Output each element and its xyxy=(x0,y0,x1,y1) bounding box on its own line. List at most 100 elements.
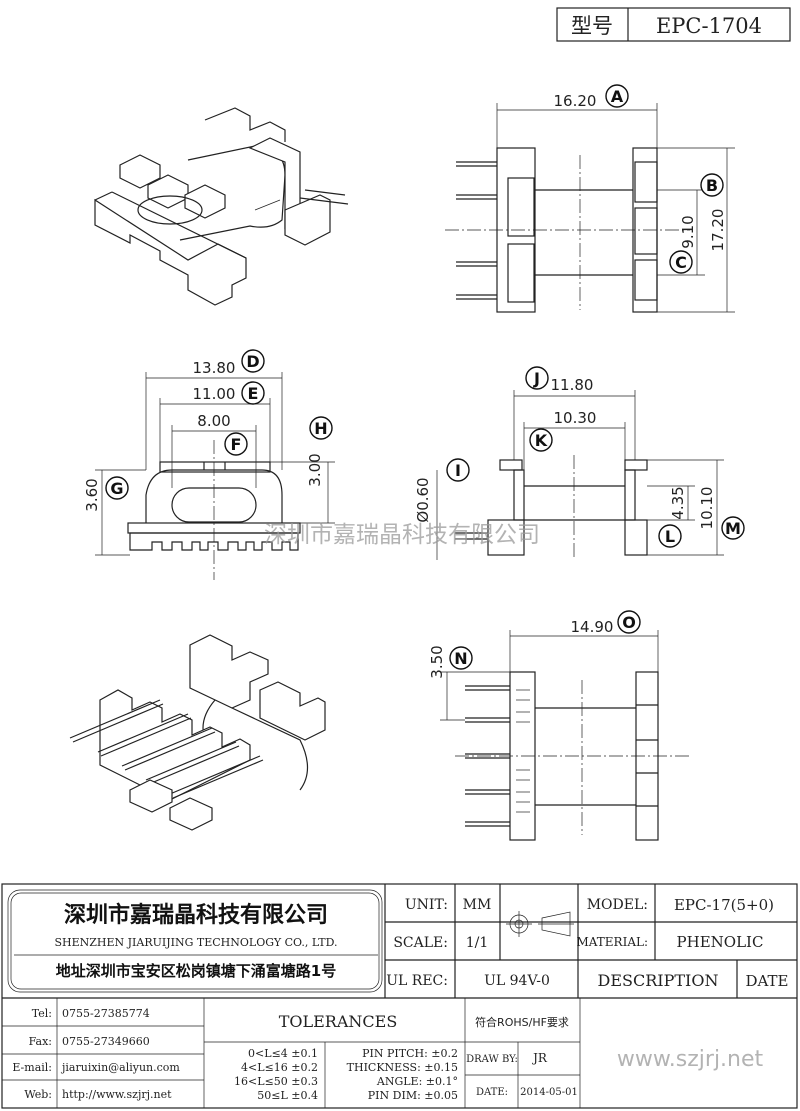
svg-text:G: G xyxy=(110,479,123,498)
svg-text:K: K xyxy=(535,431,548,450)
svg-text:F: F xyxy=(231,435,242,454)
scale-value: 1/1 xyxy=(466,935,489,951)
date-header: DATE xyxy=(746,972,789,990)
contact-fax: 0755-27349660 xyxy=(62,1035,150,1048)
dim-o: 14.90 xyxy=(571,618,614,636)
top-view-right: 16.20 17.20 9.10 xyxy=(445,92,735,313)
dim-n: 3.50 xyxy=(428,645,446,678)
approval-block: 符合ROHS/HF要求 DRAW BY: JR DATE: 2014-05-01 xyxy=(465,998,581,1108)
svg-text:M: M xyxy=(725,519,741,538)
contact-label: Tel: xyxy=(32,1007,52,1020)
dim-m: 10.10 xyxy=(698,487,716,530)
dim-a: 16.20 xyxy=(554,92,597,110)
svg-text:L: L xyxy=(665,527,675,546)
date-value: 2014-05-01 xyxy=(520,1087,578,1098)
dim-i: Ø0.60 xyxy=(414,477,432,522)
callout-a: A xyxy=(605,84,629,108)
svg-text:N: N xyxy=(454,649,467,668)
callout-m: M xyxy=(721,516,745,540)
callout-h: H xyxy=(309,416,333,440)
callout-b: B xyxy=(700,173,724,197)
company-block: 深圳市嘉瑞晶科技有限公司 SHENZHEN JIARUIJING TECHNOL… xyxy=(7,889,383,993)
contact-label: Web: xyxy=(24,1088,52,1101)
dim-g: 3.60 xyxy=(83,478,101,511)
ul-label: UL REC: xyxy=(386,973,448,989)
tolerance-range: 16<L≤50 ±0.3 xyxy=(234,1075,318,1088)
isometric-view-bottom xyxy=(69,634,326,831)
tolerances-block: TOLERANCES 0<L≤4 ±0.1 4<L≤16 ±0.2 16<L≤5… xyxy=(204,998,466,1108)
model-header: 型号 EPC-1704 xyxy=(556,7,791,42)
svg-text:O: O xyxy=(622,613,636,632)
company-name-cn: 深圳市嘉瑞晶科技有限公司 xyxy=(64,902,328,928)
drawn-by-label: DRAW BY: xyxy=(466,1054,518,1065)
contact-email: jiaruixin@aliyun.com xyxy=(60,1061,180,1074)
watermark: 深圳市嘉瑞晶科技有限公司 xyxy=(264,522,540,548)
projection-symbol xyxy=(506,911,574,937)
callout-o: O xyxy=(617,610,641,634)
model-header-value: EPC-1704 xyxy=(656,14,762,38)
title-block: 深圳市嘉瑞晶科技有限公司 SHENZHEN JIARUIJING TECHNOL… xyxy=(1,883,798,1109)
dim-overall-h: 17.20 xyxy=(709,209,727,252)
tolerance-angle: ANGLE: ±0.1° xyxy=(376,1075,458,1088)
callout-l: L xyxy=(658,524,682,548)
scale-label: SCALE: xyxy=(393,935,448,951)
callout-c: C xyxy=(669,250,693,274)
tolerance-thickness: THICKNESS: ±0.15 xyxy=(347,1061,458,1074)
contact-web: http://www.szjrj.net xyxy=(62,1088,172,1101)
svg-text:A: A xyxy=(611,87,624,106)
company-address: 地址深圳市宝安区松岗镇塘下涌富塘路1号 xyxy=(56,962,336,980)
bottom-view: 14.90 3.50 xyxy=(428,618,690,841)
company-name-en: SHENZHEN JIARUIJING TECHNOLOGY CO., LTD. xyxy=(54,936,337,949)
callout-f: F xyxy=(224,432,248,456)
dim-d: 13.80 xyxy=(193,359,236,377)
callout-i: I xyxy=(446,458,470,482)
tolerances-title: TOLERANCES xyxy=(279,1012,398,1031)
contact-label: Fax: xyxy=(29,1035,52,1048)
model-value: EPC-17(5+0) xyxy=(674,896,774,914)
model-header-label: 型号 xyxy=(571,14,613,38)
dim-h: 3.00 xyxy=(306,453,324,486)
svg-text:B: B xyxy=(706,176,718,195)
unit-label: UNIT: xyxy=(405,897,448,913)
dim-e: 11.00 xyxy=(193,385,236,403)
front-view: 13.80 11.00 8.00 3.00 3.60 xyxy=(83,359,335,580)
ul-value: UL 94V-0 xyxy=(484,973,550,989)
svg-text:E: E xyxy=(248,384,259,403)
tolerance-range: 0<L≤4 ±0.1 xyxy=(248,1047,318,1060)
dim-j: 11.80 xyxy=(551,376,594,394)
contact-tel: 0755-27385774 xyxy=(62,1007,150,1020)
website-watermark: www.szjrj.net xyxy=(617,1047,764,1072)
svg-text:I: I xyxy=(455,461,461,480)
dim-f: 8.00 xyxy=(197,412,230,430)
callout-k: K xyxy=(529,428,553,452)
material-label: MATERIAL: xyxy=(576,935,648,949)
tolerance-range: 50≤L ±0.4 xyxy=(257,1089,318,1102)
callout-g: G xyxy=(105,476,129,500)
contact-label: E-mail: xyxy=(12,1061,52,1074)
drawn-by-value: JR xyxy=(531,1051,548,1065)
date-label: DATE: xyxy=(476,1087,508,1098)
svg-text:J: J xyxy=(533,369,540,388)
dim-k: 10.30 xyxy=(554,409,597,427)
tolerance-pin-dim: PIN DIM: ±0.05 xyxy=(368,1089,458,1102)
callout-e: E xyxy=(241,381,265,405)
model-label: MODEL: xyxy=(587,897,648,913)
unit-value: MM xyxy=(463,897,492,913)
tolerance-range: 4<L≤16 ±0.2 xyxy=(241,1061,318,1074)
dim-l: 4.35 xyxy=(669,486,687,519)
callout-d: D xyxy=(241,349,265,373)
svg-text:H: H xyxy=(314,419,327,438)
contacts-table: Tel: 0755-27385774 Fax: 0755-27349660 E-… xyxy=(2,998,205,1108)
svg-text:D: D xyxy=(246,352,259,371)
dim-b-c: 9.10 xyxy=(679,215,697,248)
callout-j: J xyxy=(525,366,549,390)
material-value: PHENOLIC xyxy=(677,933,764,951)
svg-text:C: C xyxy=(675,253,687,272)
callout-n: N xyxy=(449,646,473,670)
description-header: DESCRIPTION xyxy=(598,971,719,990)
side-view: 11.80 10.30 Ø0.60 4.35 10.10 xyxy=(414,376,724,560)
tolerance-pin-pitch: PIN PITCH: ±0.2 xyxy=(362,1047,458,1060)
isometric-view-top xyxy=(94,107,349,306)
rohs-note: 符合ROHS/HF要求 xyxy=(475,1015,569,1029)
